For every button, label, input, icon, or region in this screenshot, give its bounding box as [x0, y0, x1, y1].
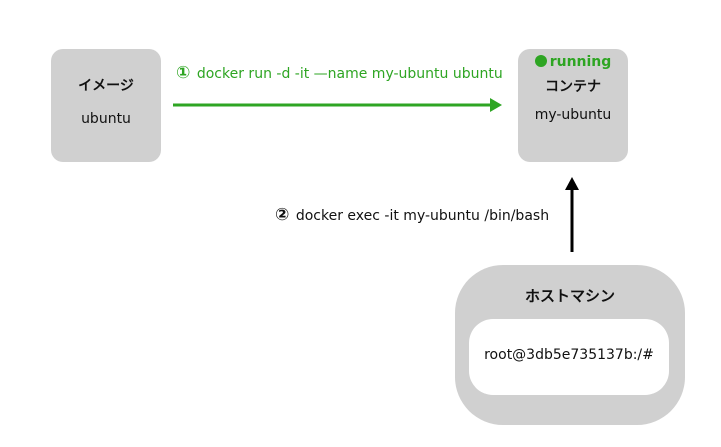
status-dot-icon: [534, 55, 547, 67]
container-name: my-ubuntu: [534, 107, 612, 123]
container-status: running: [518, 54, 628, 70]
container-box: running コンテナ my-ubuntu: [518, 49, 628, 162]
image-box: イメージ ubuntu: [51, 49, 161, 162]
host-box: ホストマシン root@3db5e735137b:/#: [455, 265, 685, 425]
image-title: イメージ: [78, 78, 134, 94]
run-arrow-head: [490, 98, 502, 112]
step-exec-number: ②: [275, 205, 290, 225]
host-terminal: root@3db5e735137b:/#: [469, 319, 669, 395]
image-name: ubuntu: [81, 111, 131, 127]
host-prompt: root@3db5e735137b:/#: [484, 347, 654, 363]
step-exec-text: docker exec -it my-ubuntu /bin/bash: [295, 208, 550, 224]
step-exec-command: ② docker exec -it my-ubuntu /bin/bash: [275, 205, 549, 225]
step-run-text: docker run -d -it —name my-ubuntu ubuntu: [196, 66, 503, 82]
host-title: ホストマシン: [524, 287, 615, 305]
container-title: コンテナ: [545, 79, 601, 95]
step-run-command: ① docker run -d -it —name my-ubuntu ubun…: [176, 63, 503, 83]
exec-arrow-head: [565, 177, 579, 190]
container-status-label: running: [549, 54, 612, 70]
step-run-number: ①: [176, 63, 191, 83]
